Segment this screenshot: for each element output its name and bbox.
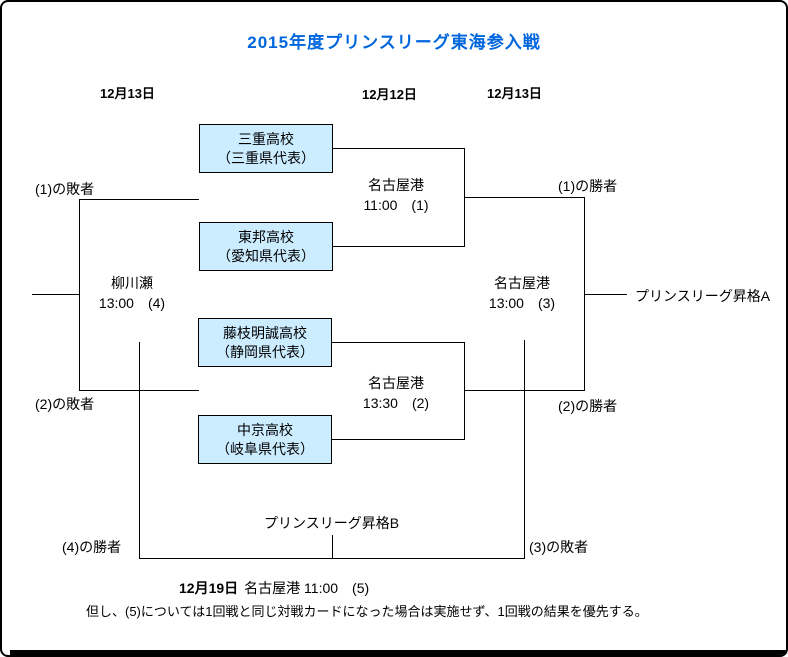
winner-of-4-label: (4)の勝者 [62,539,122,555]
match2-time: 13:30 (2) [362,395,430,411]
line-team3-out [332,342,464,343]
line-promotion-b-stub [332,535,333,558]
team-name: 三重高校 [238,130,294,147]
line-match2-vertical [464,342,465,440]
team-name: 東邦高校 [238,228,294,245]
match1-venue: 名古屋港 [368,177,424,193]
team-box-chukyo: 中京高校 （岐阜県代表） [198,415,332,464]
line-team1-out [333,148,464,149]
date-header-middle: 12月12日 [362,87,417,102]
match4-label: 柳川瀬 13:00 (4) [72,273,192,313]
match1-label: 名古屋港 11:00 (1) [336,175,456,215]
line-loser3-down [524,340,525,559]
date-header-left: 12月13日 [100,86,155,101]
line-team4-out [332,439,464,440]
team-representative: （静岡県代表） [216,343,314,360]
promotion-a-label: プリンスリーグ昇格A [635,288,771,304]
date-header-right: 12月13日 [487,86,542,101]
loser-of-1-label: (1)の敗者 [35,181,95,197]
team-representative: （愛知県代表） [217,247,315,264]
team-box-fujieda-meisei: 藤枝明誠高校 （静岡県代表） [198,318,332,367]
team-box-toho: 東邦高校 （愛知県代表） [199,222,333,271]
match4-time: 13:00 (4) [98,295,166,311]
team-box-mie: 三重高校 （三重県代表） [199,124,333,173]
team-name: 中京高校 [237,421,293,438]
line-team2-out [333,246,464,247]
match4-venue: 柳川瀬 [111,275,153,291]
winner-of-2-label: (2)の勝者 [558,398,618,414]
line-match3-vertical [584,197,585,391]
team-representative: （三重県代表） [217,149,315,166]
line-match5-horizontal [139,558,525,559]
match3-time: 13:00 (3) [488,295,556,311]
match2-venue: 名古屋港 [368,375,424,391]
footnote: 但し、(5)については1回戦と同じ対戦カードになった場合は実施せず、1回戦の結果… [86,604,648,619]
match5-venue-time: 名古屋港 11:00 (5) [244,580,370,596]
winner-of-1-label: (1)の勝者 [558,178,618,194]
match3-label: 名古屋港 13:00 (3) [462,273,582,313]
page-title: 2015年度プリンスリーグ東海参入戦 [247,33,541,52]
bottom-edge-bar [10,650,786,655]
match5-date: 12月19日 [179,580,239,596]
loser-of-2-label: (2)の敗者 [35,396,95,412]
line-winner4-down [139,342,140,559]
team-name: 藤枝明誠高校 [223,324,307,341]
match1-time: 11:00 (1) [363,197,429,213]
team-representative: （岐阜県代表） [216,440,314,457]
line-match4-vertical [79,199,80,391]
loser-of-3-label: (3)の敗者 [529,539,589,555]
promotion-b-label: プリンスリーグ昇格B [264,515,400,531]
match3-venue: 名古屋港 [494,275,550,291]
match5-label: 12月19日名古屋港 11:00 (5) [179,578,369,598]
line-match4-winner [32,294,79,295]
match2-label: 名古屋港 13:30 (2) [336,373,456,413]
line-match1-winner [464,197,584,198]
line-match3-winner [585,294,627,295]
line-loser1-horizontal [79,199,199,200]
